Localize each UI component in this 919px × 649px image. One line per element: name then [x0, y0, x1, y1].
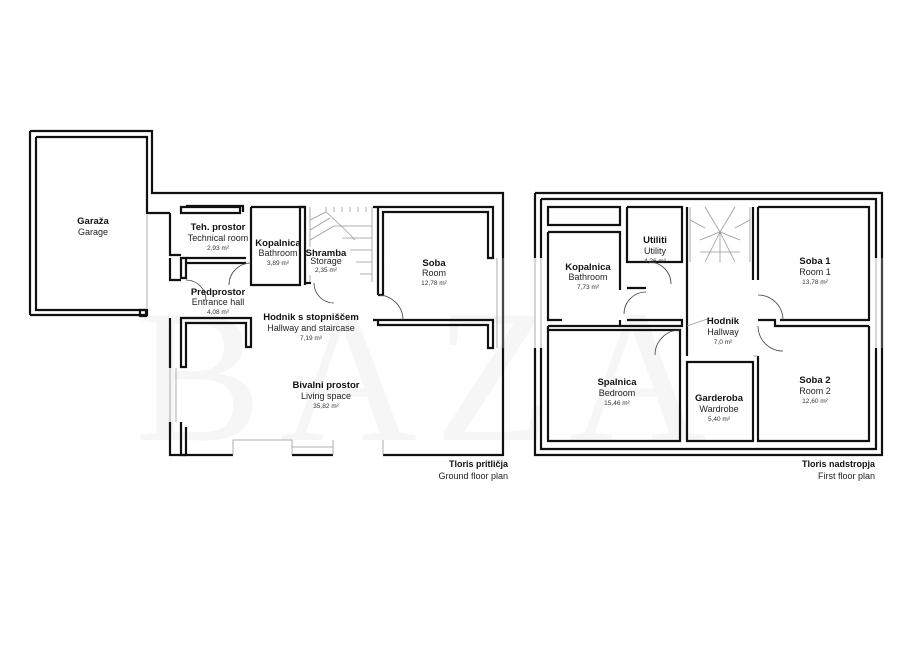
svg-text:Technical room: Technical room: [188, 233, 249, 243]
room-wardrobe: Garderoba Wardrobe 5,40 m²: [695, 393, 744, 423]
ground-room-labels: Garaža Garage Teh. prostor Technical roo…: [77, 216, 448, 410]
svg-text:15,46 m²: 15,46 m²: [604, 400, 630, 407]
svg-text:Wardrobe: Wardrobe: [699, 404, 738, 414]
first-staircase: [689, 206, 751, 263]
ground-plan-caption: Tloris pritličja Ground floor plan: [438, 459, 509, 481]
svg-text:Soba 2: Soba 2: [799, 375, 830, 386]
room-utility: Utiliti Utility 4,26 m²: [643, 235, 667, 265]
svg-text:35,82 m²: 35,82 m²: [313, 403, 339, 410]
svg-text:Living space: Living space: [301, 391, 351, 401]
svg-text:Hallway: Hallway: [707, 327, 739, 337]
svg-text:Entrance hall: Entrance hall: [192, 297, 245, 307]
room-technical: Teh. prostor Technical room 2,93 m²: [188, 222, 249, 252]
svg-text:12,60 m²: 12,60 m²: [802, 398, 828, 405]
first-plan-subtitle: First floor plan: [818, 471, 875, 481]
svg-text:Garaža: Garaža: [77, 216, 109, 227]
svg-text:Storage: Storage: [310, 256, 342, 266]
ground-floor-plan: Garaža Garage Teh. prostor Technical roo…: [28, 129, 509, 481]
first-plan-caption: Tloris nadstropja First floor plan: [802, 459, 876, 481]
svg-text:Utility: Utility: [644, 246, 666, 256]
ground-plan-title: Tloris pritličja: [449, 459, 509, 469]
svg-text:Spalnica: Spalnica: [597, 377, 637, 388]
room-living: Bivalni prostor Living space 35,82 m²: [292, 380, 359, 410]
svg-text:7,73 m²: 7,73 m²: [577, 284, 600, 291]
svg-text:Hodnik: Hodnik: [707, 316, 740, 327]
svg-text:Teh. prostor: Teh. prostor: [191, 222, 246, 233]
svg-text:Bathroom: Bathroom: [568, 272, 607, 282]
svg-text:7,0 m²: 7,0 m²: [714, 339, 733, 346]
svg-text:Soba: Soba: [422, 258, 446, 269]
svg-text:Bivalni prostor: Bivalni prostor: [292, 380, 359, 391]
room-soba-1: Soba 1 Room 1 13,78 m²: [799, 256, 831, 286]
room-garage: Garaža Garage: [77, 216, 109, 237]
svg-text:Bathroom: Bathroom: [258, 248, 297, 258]
room-soba-2: Soba 2 Room 2 12,60 m²: [799, 375, 831, 405]
room-storage: Shramba Storage 2,35 m²: [306, 247, 347, 275]
svg-text:4,08 m²: 4,08 m²: [207, 309, 230, 316]
room-entrance: Predprostor Entrance hall 4,08 m²: [191, 287, 246, 316]
svg-text:Garage: Garage: [78, 227, 108, 237]
svg-text:Predprostor: Predprostor: [191, 287, 246, 298]
garage-walls: [28, 129, 505, 457]
room-soba: Soba Room 12,78 m²: [421, 258, 447, 287]
ground-interior-walls: [179, 204, 495, 457]
svg-text:4,26 m²: 4,26 m²: [644, 258, 667, 265]
svg-text:Kopalnica: Kopalnica: [255, 238, 301, 249]
svg-text:Hodnik s stopniščem: Hodnik s stopniščem: [263, 312, 359, 323]
room-hallway-staircase: Hodnik s stopniščem Hallway and staircas…: [263, 312, 359, 342]
ground-outer-walls: [168, 213, 504, 457]
svg-text:Hallway and staircase: Hallway and staircase: [267, 323, 355, 333]
svg-text:Bedroom: Bedroom: [599, 388, 636, 398]
svg-text:12,78 m²: 12,78 m²: [421, 280, 447, 287]
room-hallway: Hodnik Hallway 7,0 m²: [707, 316, 740, 346]
svg-text:Garderoba: Garderoba: [695, 393, 744, 404]
svg-text:2,93 m²: 2,93 m²: [207, 245, 230, 252]
svg-text:5,40 m²: 5,40 m²: [708, 416, 731, 423]
first-doors: [623, 261, 784, 357]
first-interior-walls: [546, 205, 871, 443]
svg-text:7,19 m²: 7,19 m²: [300, 335, 323, 342]
svg-text:13,78 m²: 13,78 m²: [802, 279, 828, 286]
ground-doors: [185, 262, 404, 321]
first-plan-title: Tloris nadstropja: [802, 459, 876, 469]
room-bedroom: Spalnica Bedroom 15,46 m²: [597, 377, 637, 407]
room-bathroom: Kopalnica Bathroom 3,89 m²: [255, 238, 301, 267]
svg-text:Shramba: Shramba: [306, 248, 347, 259]
svg-text:Room: Room: [422, 268, 446, 278]
first-outer-walls: [533, 191, 884, 457]
svg-text:Room 2: Room 2: [799, 386, 831, 396]
first-room-labels: Kopalnica Bathroom 7,73 m² Utiliti Utili…: [565, 235, 831, 423]
svg-text:Utiliti: Utiliti: [643, 235, 667, 246]
svg-text:Soba 1: Soba 1: [799, 256, 831, 267]
svg-text:Kopalnica: Kopalnica: [565, 262, 611, 273]
first-floor-plan: Kopalnica Bathroom 7,73 m² Utiliti Utili…: [533, 191, 884, 481]
svg-text:Room 1: Room 1: [799, 267, 831, 277]
ground-plan-subtitle: Ground floor plan: [438, 471, 508, 481]
room-first-bathroom: Kopalnica Bathroom 7,73 m²: [565, 262, 611, 291]
svg-text:3,89 m²: 3,89 m²: [267, 260, 290, 267]
svg-text:2,35 m²: 2,35 m²: [315, 267, 338, 274]
